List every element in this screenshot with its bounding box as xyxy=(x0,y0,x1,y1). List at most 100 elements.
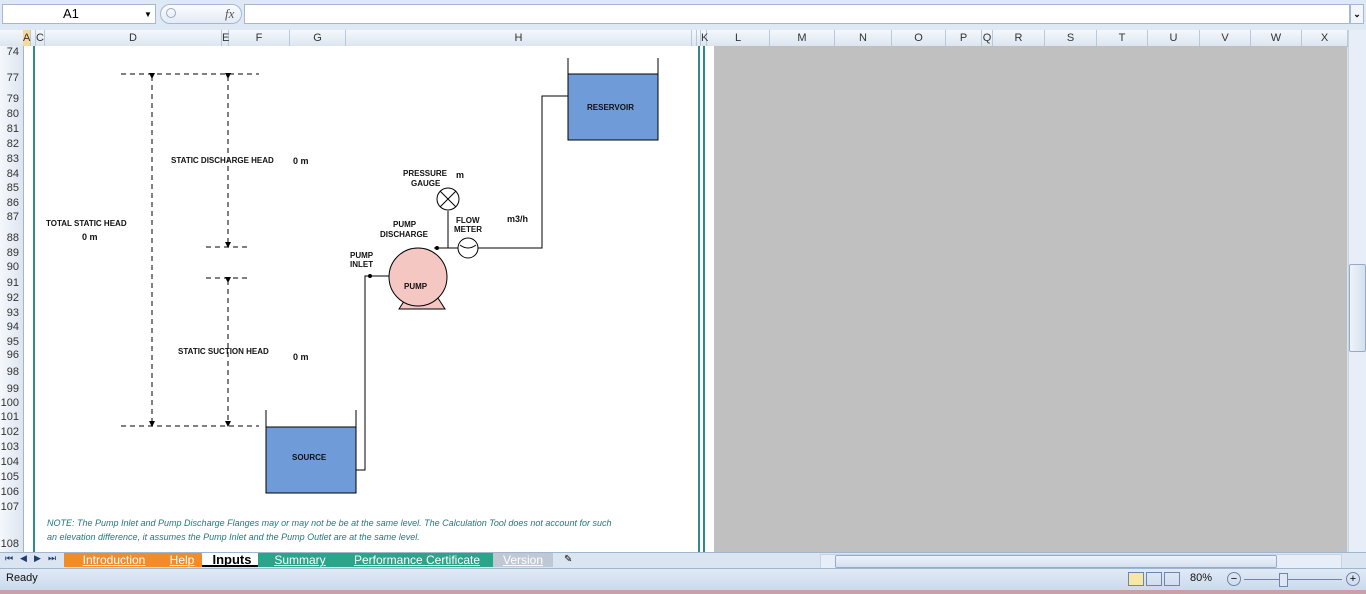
column-header-cell[interactable]: U xyxy=(1148,30,1200,46)
column-header-cell[interactable]: L xyxy=(707,30,770,46)
note-line: NOTE: The Pump Inlet and Pump Discharge … xyxy=(47,518,612,528)
static-discharge-head-label: STATIC DISCHARGE HEAD xyxy=(171,156,274,165)
row-header-cell[interactable]: 103 xyxy=(0,441,19,453)
row-header-cell[interactable]: 98 xyxy=(6,366,19,378)
column-header-cell[interactable]: H xyxy=(346,30,692,46)
column-header-cell[interactable]: V xyxy=(1200,30,1251,46)
column-header-cell[interactable]: M xyxy=(770,30,835,46)
row-header-cell[interactable]: 87 xyxy=(6,211,19,223)
column-header-cell[interactable]: K xyxy=(701,30,709,46)
zoom-slider-thumb[interactable] xyxy=(1279,573,1288,587)
column-header-cell[interactable]: X xyxy=(1302,30,1348,46)
horizontal-scroll-thumb[interactable] xyxy=(835,555,1277,568)
pump-diagram xyxy=(121,58,659,494)
normal-view-icon[interactable] xyxy=(1128,572,1144,586)
first-sheet-icon[interactable]: ⏮ xyxy=(5,553,14,563)
row-header-cell[interactable]: 91 xyxy=(6,277,19,289)
chevron-down-icon[interactable]: ▼ xyxy=(144,10,152,19)
row-header-cell[interactable]: 102 xyxy=(0,426,19,438)
column-header-cell[interactable]: A xyxy=(23,30,31,46)
row-header-cell[interactable]: 101 xyxy=(0,411,19,423)
pump-inlet-label: PUMP xyxy=(350,251,374,260)
static-suction-head-label: STATIC SUCTION HEAD xyxy=(178,347,269,356)
column-header-cell[interactable]: D xyxy=(45,30,222,46)
row-header-cell[interactable]: 90 xyxy=(6,261,19,273)
static-suction-head-value: 0 m xyxy=(293,352,309,362)
row-header-cell[interactable]: 95 xyxy=(6,336,19,348)
row-header-cell[interactable]: 80 xyxy=(6,108,19,120)
next-sheet-icon[interactable]: ▶ xyxy=(34,553,41,563)
sheet-tab-introduction[interactable]: Introduction xyxy=(64,553,164,567)
row-header-cell[interactable]: 108 xyxy=(0,538,19,550)
zoom-slider[interactable] xyxy=(1244,579,1342,580)
column-header-cell[interactable] xyxy=(697,30,701,46)
column-header-cell[interactable]: G xyxy=(290,30,346,46)
column-header-cell[interactable]: S xyxy=(1045,30,1097,46)
row-header-cell[interactable]: 104 xyxy=(0,456,19,468)
insert-sheet-icon[interactable]: ✎ xyxy=(558,553,584,567)
row-header-cell[interactable]: 77 xyxy=(6,72,19,84)
row-header-cell[interactable]: 74 xyxy=(6,46,19,58)
row-header-cell[interactable]: 81 xyxy=(6,123,19,135)
column-header-cell[interactable]: C xyxy=(36,30,45,46)
row-header-cell[interactable]: 83 xyxy=(6,153,19,165)
name-box[interactable]: A1 xyxy=(2,4,156,24)
page-layout-icon[interactable] xyxy=(1146,572,1162,586)
row-header-cell[interactable]: 89 xyxy=(6,247,19,259)
row-header-cell[interactable]: 94 xyxy=(6,321,19,333)
row-header-cell[interactable]: 84 xyxy=(6,168,19,180)
page-break-icon[interactable] xyxy=(1164,572,1180,586)
search-icon[interactable] xyxy=(166,8,176,18)
discharge-pipe xyxy=(448,95,568,249)
pressure-unit: m xyxy=(456,170,465,180)
row-header-cell[interactable]: 79 xyxy=(6,93,19,105)
column-header-cell[interactable]: N xyxy=(835,30,892,46)
zoom-level[interactable]: 80% xyxy=(1190,572,1213,584)
column-header-cell[interactable]: R xyxy=(993,30,1045,46)
row-header-cell[interactable]: 92 xyxy=(6,292,19,304)
sheet-tab-inputs[interactable]: Inputs xyxy=(202,553,262,567)
column-header-cell[interactable]: Q xyxy=(982,30,993,46)
row-header-cell[interactable]: 82 xyxy=(6,138,19,150)
zoom-in-icon[interactable]: + xyxy=(1346,572,1360,586)
row-header-cell[interactable]: 93 xyxy=(6,307,19,319)
insert-function-button[interactable]: fx xyxy=(225,6,235,21)
pump-discharge-label: PUMP xyxy=(393,220,417,229)
last-sheet-icon[interactable]: ⏭ xyxy=(48,553,57,563)
sheet-tab-performance-certificate[interactable]: Performance Certificate xyxy=(338,553,496,567)
column-header-cell[interactable]: P xyxy=(946,30,982,46)
row-header-cell[interactable]: 100 xyxy=(0,397,19,409)
column-header-cell[interactable]: E xyxy=(222,30,230,46)
pump-label: PUMP xyxy=(404,282,428,291)
view-buttons[interactable] xyxy=(1128,572,1180,586)
column-header-cell[interactable]: T xyxy=(1097,30,1148,46)
row-header-cell[interactable]: 99 xyxy=(6,383,19,395)
formula-input[interactable] xyxy=(244,4,1350,24)
row-header-cell[interactable]: 105 xyxy=(0,471,19,483)
column-header-cell[interactable] xyxy=(31,30,36,46)
border-line xyxy=(33,46,35,552)
total-static-head-value: 0 m xyxy=(82,232,98,242)
sheet-tab-help[interactable]: Help xyxy=(160,553,204,567)
row-header-cell[interactable]: 96 xyxy=(6,349,19,361)
expand-formula-button[interactable]: ⌄ xyxy=(1350,4,1364,24)
column-header-cell[interactable] xyxy=(692,30,697,46)
column-header-cell[interactable]: W xyxy=(1251,30,1302,46)
zoom-out-icon[interactable]: − xyxy=(1227,572,1241,586)
column-header-cell[interactable]: F xyxy=(229,30,290,46)
row-header-cell[interactable]: 107 xyxy=(0,501,19,513)
source-label: SOURCE xyxy=(292,453,327,462)
vertical-scroll-thumb[interactable] xyxy=(1349,264,1366,352)
sheet-tab-summary[interactable]: Summary xyxy=(258,553,342,567)
column-header-cell[interactable]: O xyxy=(892,30,946,46)
source-tank xyxy=(265,426,357,494)
prev-sheet-icon[interactable]: ◀ xyxy=(20,553,27,563)
row-header-cell[interactable]: 85 xyxy=(6,182,19,194)
row-header-cell[interactable]: 86 xyxy=(6,197,19,209)
sheet-tab-version[interactable]: Version xyxy=(493,553,553,567)
worksheet[interactable]: TOTAL STATIC HEAD 0 m STATIC DISCHARGE H… xyxy=(24,46,1347,552)
row-header-cell[interactable]: 88 xyxy=(6,232,19,244)
row-header-cell[interactable]: 106 xyxy=(0,486,19,498)
